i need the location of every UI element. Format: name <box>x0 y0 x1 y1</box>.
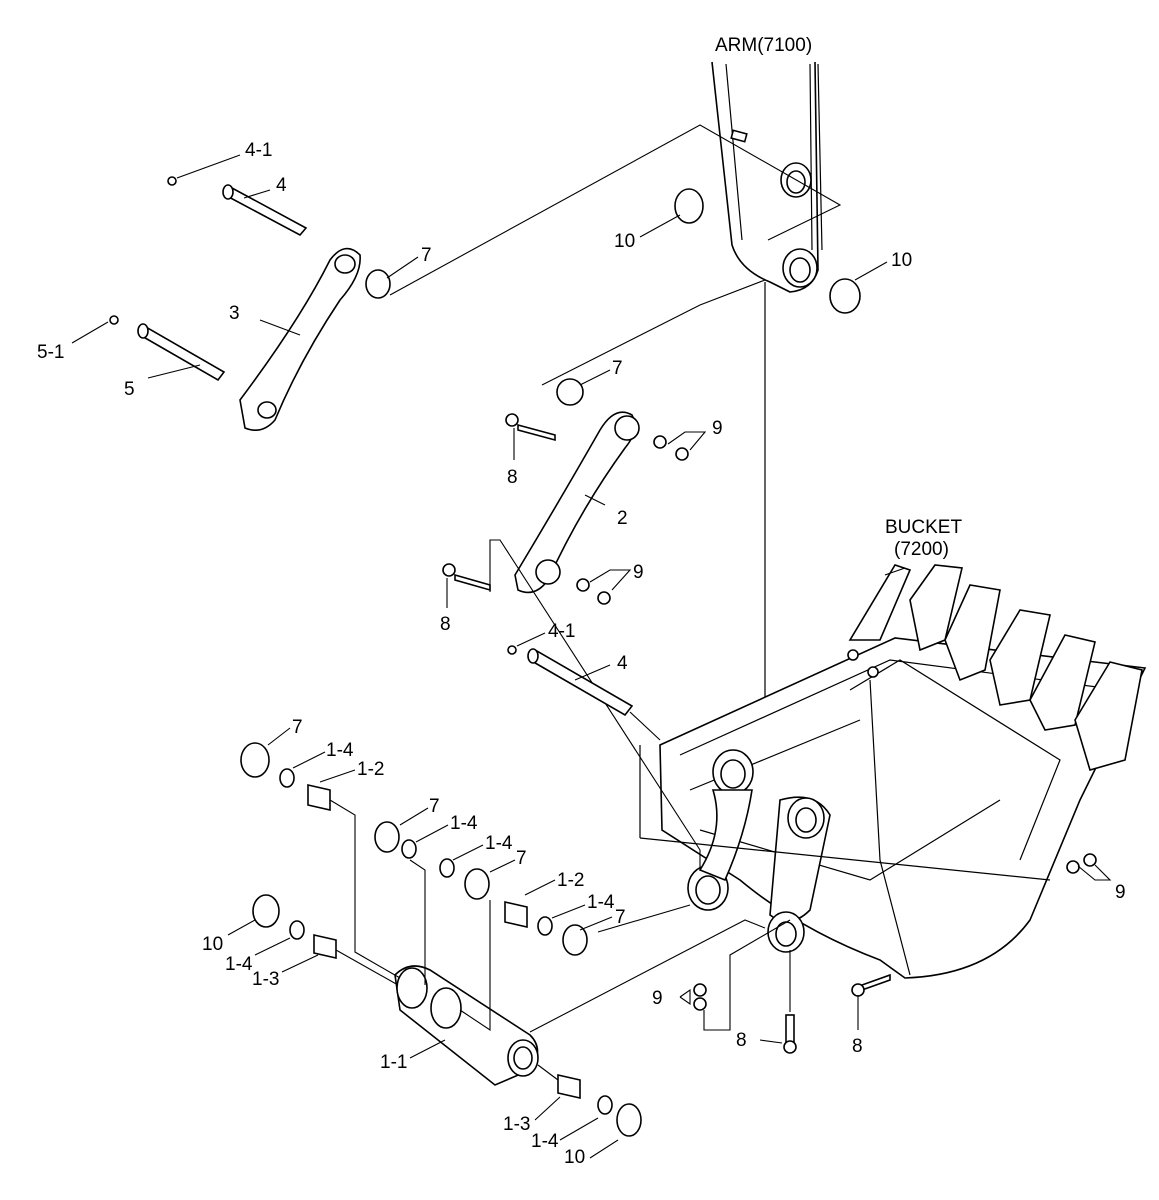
label-part: 10 <box>614 231 635 252</box>
arm-assembly <box>711 61 823 780</box>
nut-9-b <box>675 447 689 461</box>
label-part: 4-1 <box>548 621 575 642</box>
label-part: 7 <box>292 717 303 738</box>
label-part: 3 <box>229 303 240 324</box>
ring-1-4-d <box>537 916 553 936</box>
nut-9-e <box>1066 860 1080 874</box>
label-part: 8 <box>507 467 518 488</box>
bolt-8-a <box>505 413 556 442</box>
label-part: 1-3 <box>503 1114 530 1135</box>
label-part: 7 <box>421 245 432 266</box>
nut-9-d <box>597 591 611 605</box>
nut-9-c <box>576 578 590 592</box>
label-part: 1-1 <box>380 1052 407 1073</box>
callout-labels: ARM(7100) BUCKET (7200) 4-1 4 3 5-1 5 7 … <box>37 35 1126 1168</box>
pin-4-lower <box>507 645 634 717</box>
nut-9-a <box>653 435 667 449</box>
label-part: 7 <box>612 358 623 379</box>
label-part: 4 <box>617 653 628 674</box>
label-arm: ARM(7100) <box>715 35 812 56</box>
label-part: 1-3 <box>252 969 279 990</box>
leader-lines <box>71 154 1112 1159</box>
label-part: 8 <box>440 614 451 635</box>
label-part: 5-1 <box>37 342 64 363</box>
label-bucket-code: (7200) <box>894 539 949 560</box>
label-part: 10 <box>564 1147 585 1168</box>
label-part: 9 <box>633 562 644 583</box>
label-part: 10 <box>202 934 223 955</box>
shim-7-e <box>464 868 490 900</box>
label-part: 9 <box>652 988 663 1009</box>
label-part: 1-4 <box>587 892 615 913</box>
label-part: 4 <box>276 175 287 196</box>
o-ring-10-d <box>616 1103 642 1137</box>
shim-7-upper <box>365 269 391 299</box>
label-part: 2 <box>617 508 628 529</box>
label-part: 1-2 <box>357 759 384 780</box>
nut-9-h <box>693 997 707 1011</box>
label-part: 7 <box>429 796 440 817</box>
label-bucket: BUCKET <box>885 517 962 538</box>
bushing-1-3-b <box>557 1073 581 1100</box>
link-2 <box>514 411 640 594</box>
label-part: 1-4 <box>485 833 513 854</box>
pin-4-upper <box>167 176 308 237</box>
label-part: 7 <box>516 848 527 869</box>
nut-9-g <box>693 983 707 997</box>
bushing-1-3-a <box>313 933 337 960</box>
o-ring-10-b <box>829 278 861 314</box>
bucket-assembly <box>639 564 1147 979</box>
shim-7-mid <box>556 378 584 406</box>
bolt-8-d <box>783 1014 797 1054</box>
label-part: 7 <box>615 907 626 928</box>
label-part: 9 <box>712 418 723 439</box>
pin-5 <box>109 315 226 382</box>
bolt-8-c <box>851 973 891 997</box>
shim-7-c <box>240 742 270 778</box>
ring-1-4-e <box>289 920 305 940</box>
label-part: 1-4 <box>225 954 253 975</box>
shim-7-f <box>562 924 588 956</box>
link-1-1 <box>394 965 539 1086</box>
bushing-1-2-a <box>307 783 331 812</box>
o-ring-10-c <box>252 894 280 928</box>
label-part: 5 <box>124 379 135 400</box>
ring-1-4-a <box>279 768 295 788</box>
o-ring-10-a <box>674 188 704 224</box>
label-part: 1-2 <box>557 870 584 891</box>
bushing-1-2-b <box>504 900 528 929</box>
label-part: 8 <box>852 1036 863 1057</box>
shim-7-d <box>374 821 400 853</box>
ring-1-4-f <box>597 1095 613 1115</box>
label-part: 1-4 <box>326 740 354 761</box>
label-part: 10 <box>891 250 912 271</box>
label-part: 4-1 <box>245 140 272 161</box>
label-part: 1-4 <box>450 813 478 834</box>
link-3 <box>239 247 361 431</box>
label-part: 1-4 <box>531 1131 559 1152</box>
nut-9-f <box>1083 853 1097 867</box>
ring-1-4-c <box>439 858 455 878</box>
bolt-8-b <box>442 563 491 592</box>
ring-1-4-b <box>401 839 417 859</box>
label-part: 9 <box>1115 882 1126 903</box>
label-part: 8 <box>736 1030 747 1051</box>
